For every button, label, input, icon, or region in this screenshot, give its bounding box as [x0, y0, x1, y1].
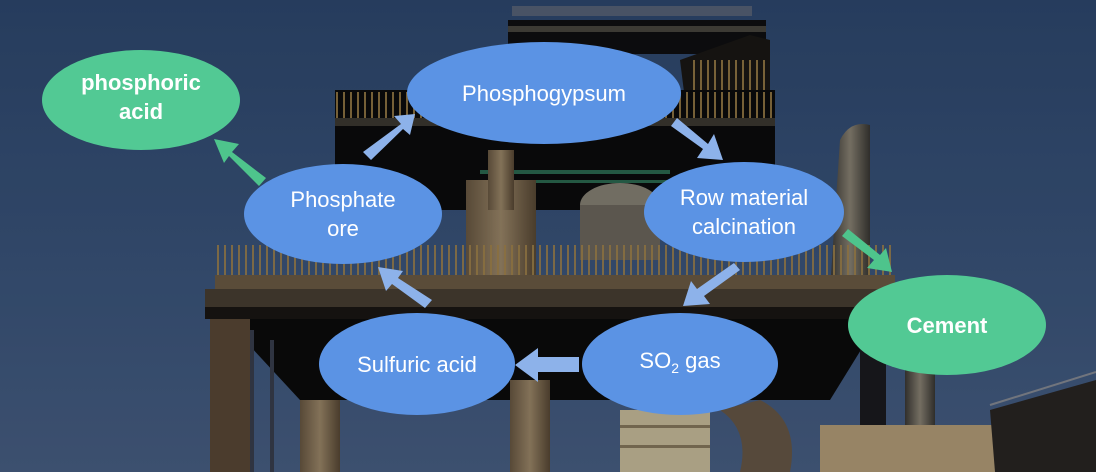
arrow-phosphate-to-phosphoric [214, 139, 266, 186]
label-cement: Cement [848, 275, 1046, 375]
label-phosphate-line1: Phosphate [290, 187, 396, 212]
label-phosphogypsum: Phosphogypsum [407, 42, 681, 144]
label-phosphoric-line1: phosphoric [81, 70, 201, 95]
so2-prefix: SO [639, 347, 672, 373]
node-sulfuric-acid [319, 313, 515, 415]
node-calcination [644, 162, 844, 262]
label-calcination-line1: Row material [679, 185, 809, 210]
label-sulfuric-acid: Sulfuric acid [319, 313, 515, 415]
arrow-calcination-to-so2 [683, 263, 740, 306]
label-sulfuric-acid-text: Sulfuric acid [357, 351, 477, 377]
node-phosphate-ore [244, 164, 442, 264]
label-phosphate-ore: Phosphate ore [244, 164, 442, 264]
node-so2-gas [582, 313, 778, 415]
label-calcination: Row material calcination [644, 162, 844, 262]
label-calcination-line2: calcination [692, 214, 796, 239]
label-so2-gas-text: SO2 gas [639, 346, 720, 383]
arrow-phosphate-to-phosphogypsum [363, 114, 415, 160]
so2-suffix: gas [679, 347, 721, 373]
node-phosphoric-acid [42, 50, 240, 150]
arrow-sulfuric-to-phosphate [378, 267, 432, 308]
label-phosphate-line2: ore [327, 216, 359, 241]
label-so2-gas: SO2 gas [582, 313, 778, 415]
label-cement-text: Cement [906, 312, 988, 338]
node-cement [848, 275, 1046, 375]
arrow-so2-to-sulfuric [515, 348, 579, 382]
label-phosphoric-line2: acid [118, 99, 164, 124]
arrow-calcination-to-cement [842, 229, 892, 272]
arrow-phosphogypsum-to-calcination [671, 118, 723, 160]
so2-subscript: 2 [671, 359, 679, 376]
label-phosphoric-acid: phosphoric acid [42, 50, 240, 150]
label-phosphogypsum-text: Phosphogypsum [462, 80, 626, 106]
node-phosphogypsum [407, 42, 681, 144]
